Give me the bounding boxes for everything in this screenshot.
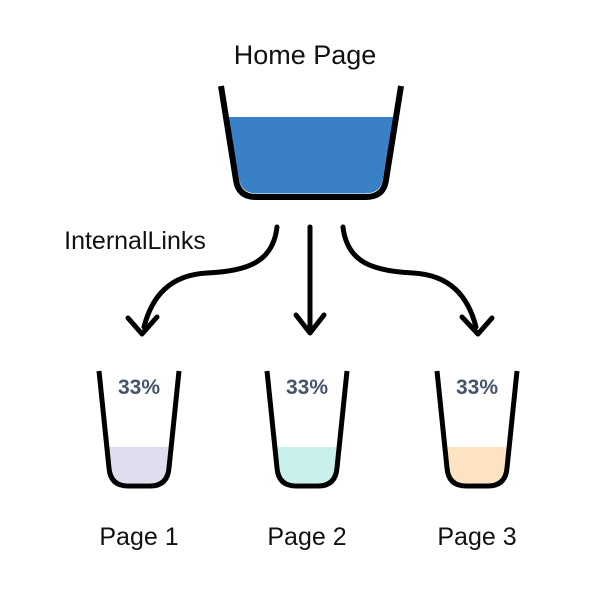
arrow-to-page-2-head — [293, 312, 327, 336]
internal-links-label: InternalLinks — [64, 227, 206, 255]
arrow-to-page-3-line — [340, 224, 479, 330]
home-page-cup-water — [227, 117, 395, 194]
page-3-percent: 33% — [455, 376, 499, 399]
page-2-cup-outline — [264, 370, 350, 489]
page-1-cup — [96, 370, 182, 489]
page-3-cup — [434, 370, 520, 489]
page-1-cup-water — [107, 447, 171, 483]
home-page-title: Home Page — [233, 40, 377, 70]
home-page-cup — [218, 85, 404, 200]
arrow-to-page-1-head — [125, 314, 160, 337]
page-1-cup-outline — [96, 370, 182, 489]
page-2-percent: 33% — [285, 376, 329, 399]
page-3-label: Page 3 — [437, 523, 517, 551]
page-1-label: Page 1 — [99, 523, 179, 551]
page-2-label: Page 2 — [267, 523, 347, 551]
arrow-to-page-3-head — [459, 314, 495, 337]
page-3-cup-outline — [434, 370, 520, 489]
arrow-to-page-2 — [293, 224, 327, 336]
arrow-to-page-3 — [340, 224, 495, 337]
page-1-percent: 33% — [117, 376, 161, 399]
arrow-to-page-1 — [125, 224, 280, 337]
page-3-cup-water — [445, 447, 509, 483]
page-2-cup-water — [275, 447, 339, 483]
home-page-cup-outline — [218, 85, 404, 200]
arrow-to-page-1-line — [141, 224, 280, 330]
page-2-cup — [264, 370, 350, 489]
